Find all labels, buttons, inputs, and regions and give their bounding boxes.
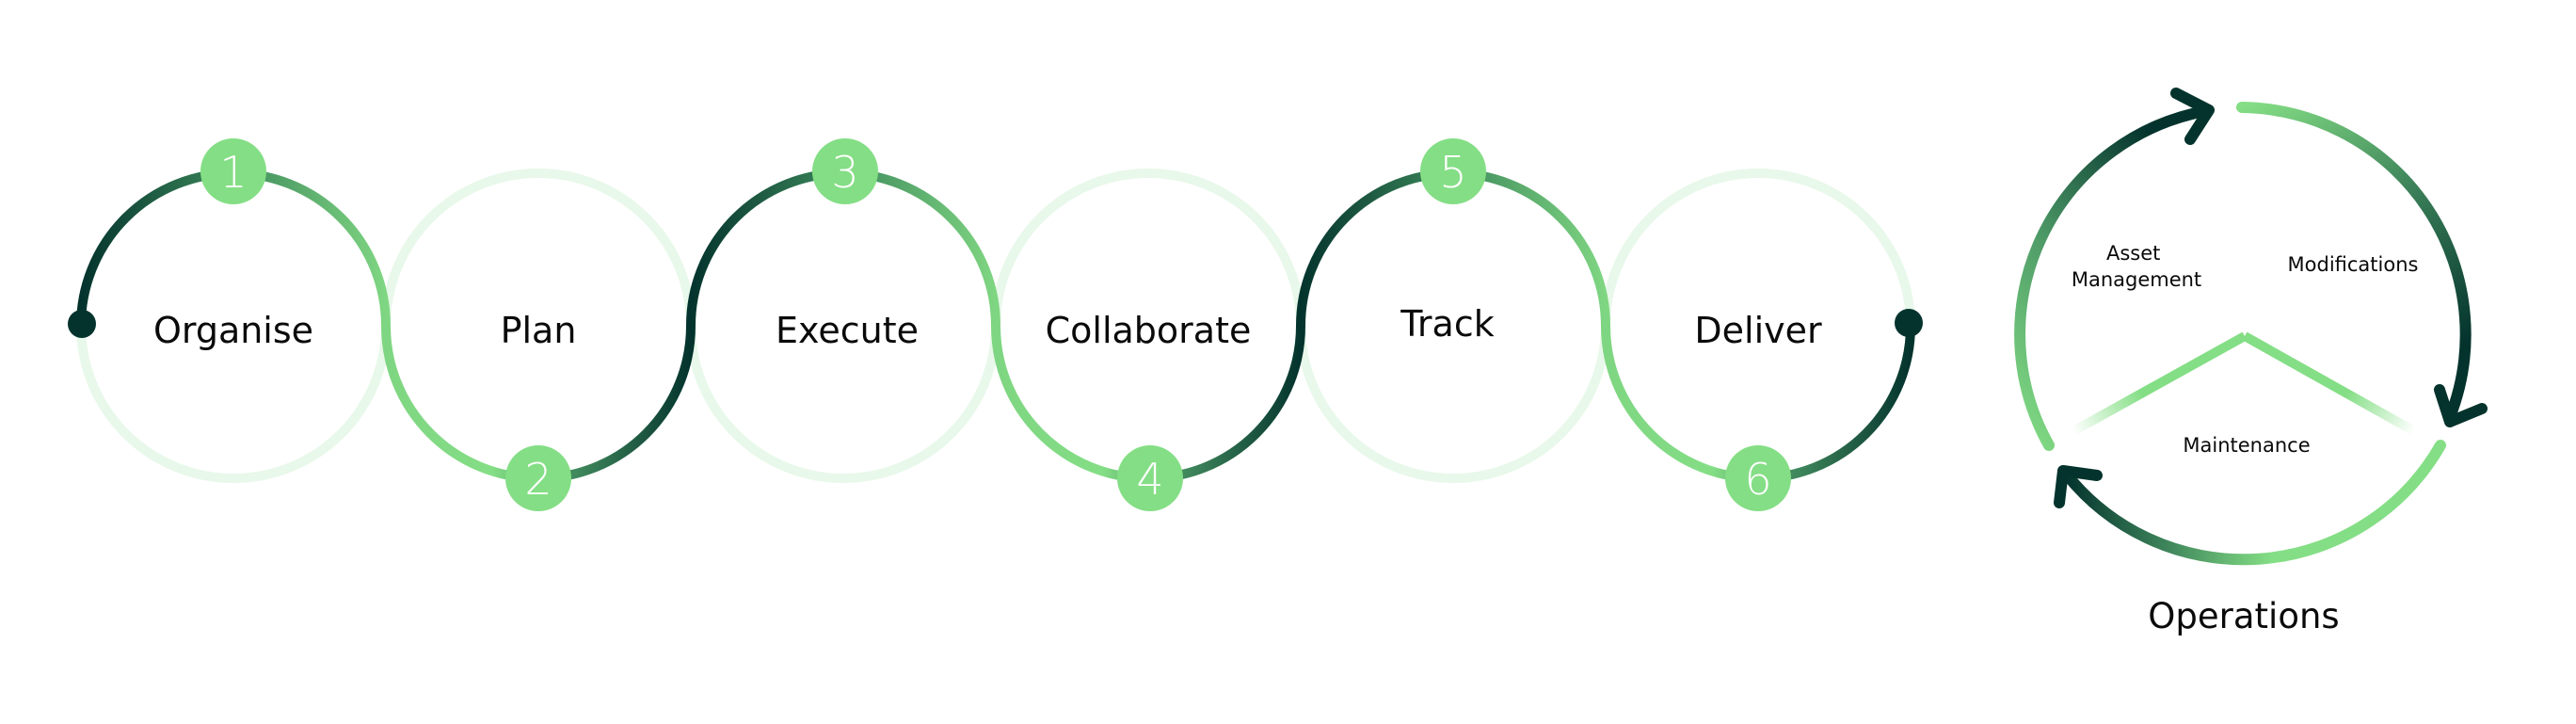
operations-cycle: Asset Management Modifications Maintenan…	[2014, 88, 2488, 636]
arc-bottom	[2060, 440, 2446, 566]
badge-number: 5	[1439, 147, 1466, 198]
cycle-arc-left	[2014, 88, 2215, 451]
arrow-head-left-icon	[2054, 465, 2103, 508]
step-label-organise: Organise	[153, 310, 313, 351]
step-label-plan: Plan	[501, 310, 577, 351]
cycle-arc-bottom	[2054, 440, 2446, 566]
step-badge-6: 6	[1725, 445, 1791, 511]
badge-number: 4	[1136, 454, 1163, 505]
step-label-deliver: Deliver	[1694, 310, 1822, 351]
step-label-collaborate: Collaborate	[1046, 310, 1252, 351]
step-badge-4: 4	[1117, 445, 1183, 511]
arc-right	[2236, 102, 2472, 423]
arrow-head-right-icon	[2434, 384, 2488, 427]
end-dot	[1895, 309, 1923, 337]
segment-label-asset-management: Asset Management	[2072, 242, 2201, 291]
step-badge-1: 1	[200, 138, 266, 204]
badge-number: 3	[831, 147, 858, 198]
segment-label-maintenance: Maintenance	[2183, 434, 2310, 457]
badge-number: 2	[524, 454, 552, 505]
wave-path	[76, 169, 1915, 483]
segment-label-line: Management	[2072, 268, 2201, 291]
step-label-track: Track	[1400, 303, 1494, 345]
start-dot	[68, 310, 96, 338]
cycle-arc-right	[2236, 102, 2488, 427]
step-badge-3: 3	[812, 138, 878, 204]
step-badge-5: 5	[1420, 138, 1486, 204]
segment-label-line: Asset	[2106, 242, 2160, 265]
segment-label-line: Modifications	[2288, 253, 2419, 276]
process-chain: Organise Plan Execute Collaborate Track …	[68, 138, 1923, 511]
operations-title: Operations	[2148, 596, 2339, 636]
segment-label-modifications: Modifications	[2288, 253, 2419, 276]
badge-number: 6	[1744, 454, 1771, 505]
step-badge-2: 2	[505, 445, 571, 511]
badge-number: 1	[219, 147, 247, 198]
cycle-spokes	[2071, 141, 2417, 436]
step-label-execute: Execute	[776, 310, 919, 351]
spoke-right	[2242, 331, 2417, 436]
segment-label-line: Maintenance	[2183, 434, 2310, 457]
spoke-left	[2071, 331, 2248, 436]
arrow-head-top-icon	[2170, 88, 2215, 145]
arc-left	[2014, 105, 2211, 451]
